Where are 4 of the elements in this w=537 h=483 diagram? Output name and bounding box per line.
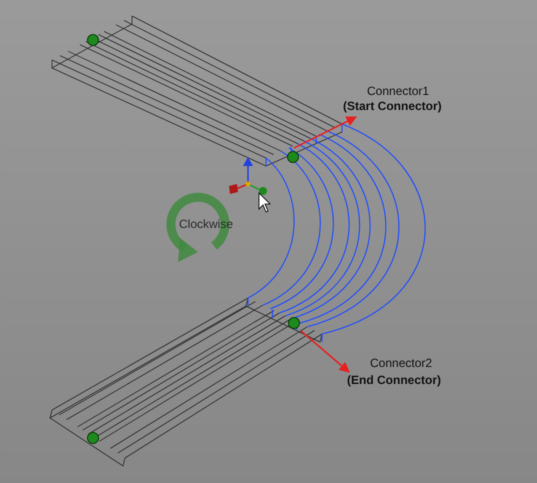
- connector-label: Connector1: [367, 84, 430, 98]
- connector-label: (Start Connector): [343, 99, 442, 113]
- connector-label: (End Connector): [347, 373, 441, 387]
- connector-label: Connector2: [370, 356, 432, 370]
